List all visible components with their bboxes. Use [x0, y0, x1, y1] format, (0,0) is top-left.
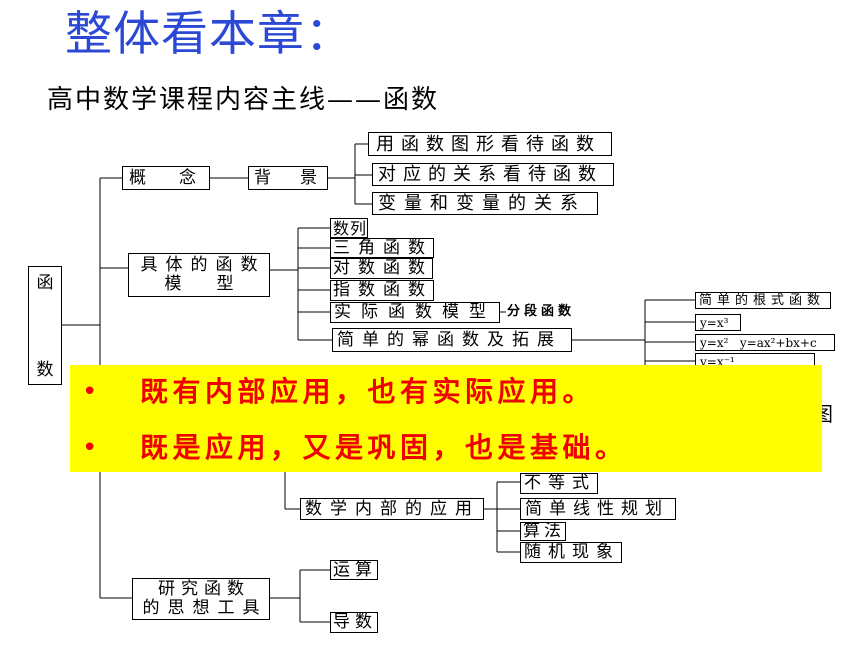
root-function-box: 函 数	[28, 266, 62, 385]
model-sequence-box: 数列	[330, 218, 368, 238]
bullet-icon: •	[82, 377, 98, 407]
view-correspondence-box: 对应的关系看待函数	[372, 163, 614, 186]
view-variables-box: 变量和变量的关系	[372, 192, 598, 215]
app-random-box: 随机现象	[520, 542, 622, 563]
root-label-bottom: 数	[36, 360, 54, 380]
thinking-tools-label-line2: 的思想工具	[142, 598, 268, 618]
tool-derivative-box: 导数	[330, 612, 378, 633]
bullet-icon: •	[82, 433, 98, 463]
background-box: 背 景	[248, 166, 328, 190]
model-log-box: 对数函数	[330, 258, 433, 279]
piecewise-label: 分段函数	[507, 304, 576, 319]
tool-operation-box: 运算	[330, 560, 378, 580]
thinking-tools-box: 研究函数 的思想工具	[132, 578, 270, 620]
power-cube-box: y=x³	[695, 314, 741, 331]
specific-models-box: 具体的函数 模 型	[128, 253, 270, 297]
model-trig-box: 三角函数	[330, 238, 434, 258]
app-algorithm-box: 算法	[520, 522, 566, 541]
view-graph-box: 用函数图形看待函数	[368, 132, 612, 156]
concept-box: 概 念	[122, 166, 210, 190]
root-label-top: 函	[36, 273, 54, 293]
power-radical-box: 简单的根式函数	[695, 292, 831, 309]
model-real-box: 实际函数模型	[330, 302, 500, 323]
internal-application-box: 数学内部的应用	[300, 498, 484, 520]
specific-models-label-line2: 模 型	[164, 274, 243, 294]
model-power-box: 简单的幂函数及拓展	[332, 328, 572, 352]
power-quadratic-box: y=x² y=ax²+bx+c	[695, 334, 835, 351]
highlight-banner: • 既有内部应用，也有实际应用。 • 既是应用，又是巩固，也是基础。	[70, 365, 822, 472]
slide-title: 整体看本章：	[65, 7, 353, 62]
banner-point-text: 既有内部应用，也有实际应用。	[140, 375, 596, 408]
banner-point-text: 既是应用，又是巩固，也是基础。	[140, 431, 628, 464]
specific-models-label-line1: 具体的函数	[140, 255, 266, 275]
banner-point: • 既是应用，又是巩固，也是基础。	[70, 431, 822, 465]
thinking-tools-label-line1: 研究函数	[158, 579, 250, 599]
app-linear-programming-box: 简单线性规划	[520, 498, 676, 520]
model-exp-box: 指数函数	[330, 280, 434, 301]
slide-subtitle: 高中数学课程内容主线——函数	[47, 85, 440, 115]
banner-point: • 既有内部应用，也有实际应用。	[70, 375, 822, 409]
app-inequality-box: 不等式	[520, 473, 598, 494]
